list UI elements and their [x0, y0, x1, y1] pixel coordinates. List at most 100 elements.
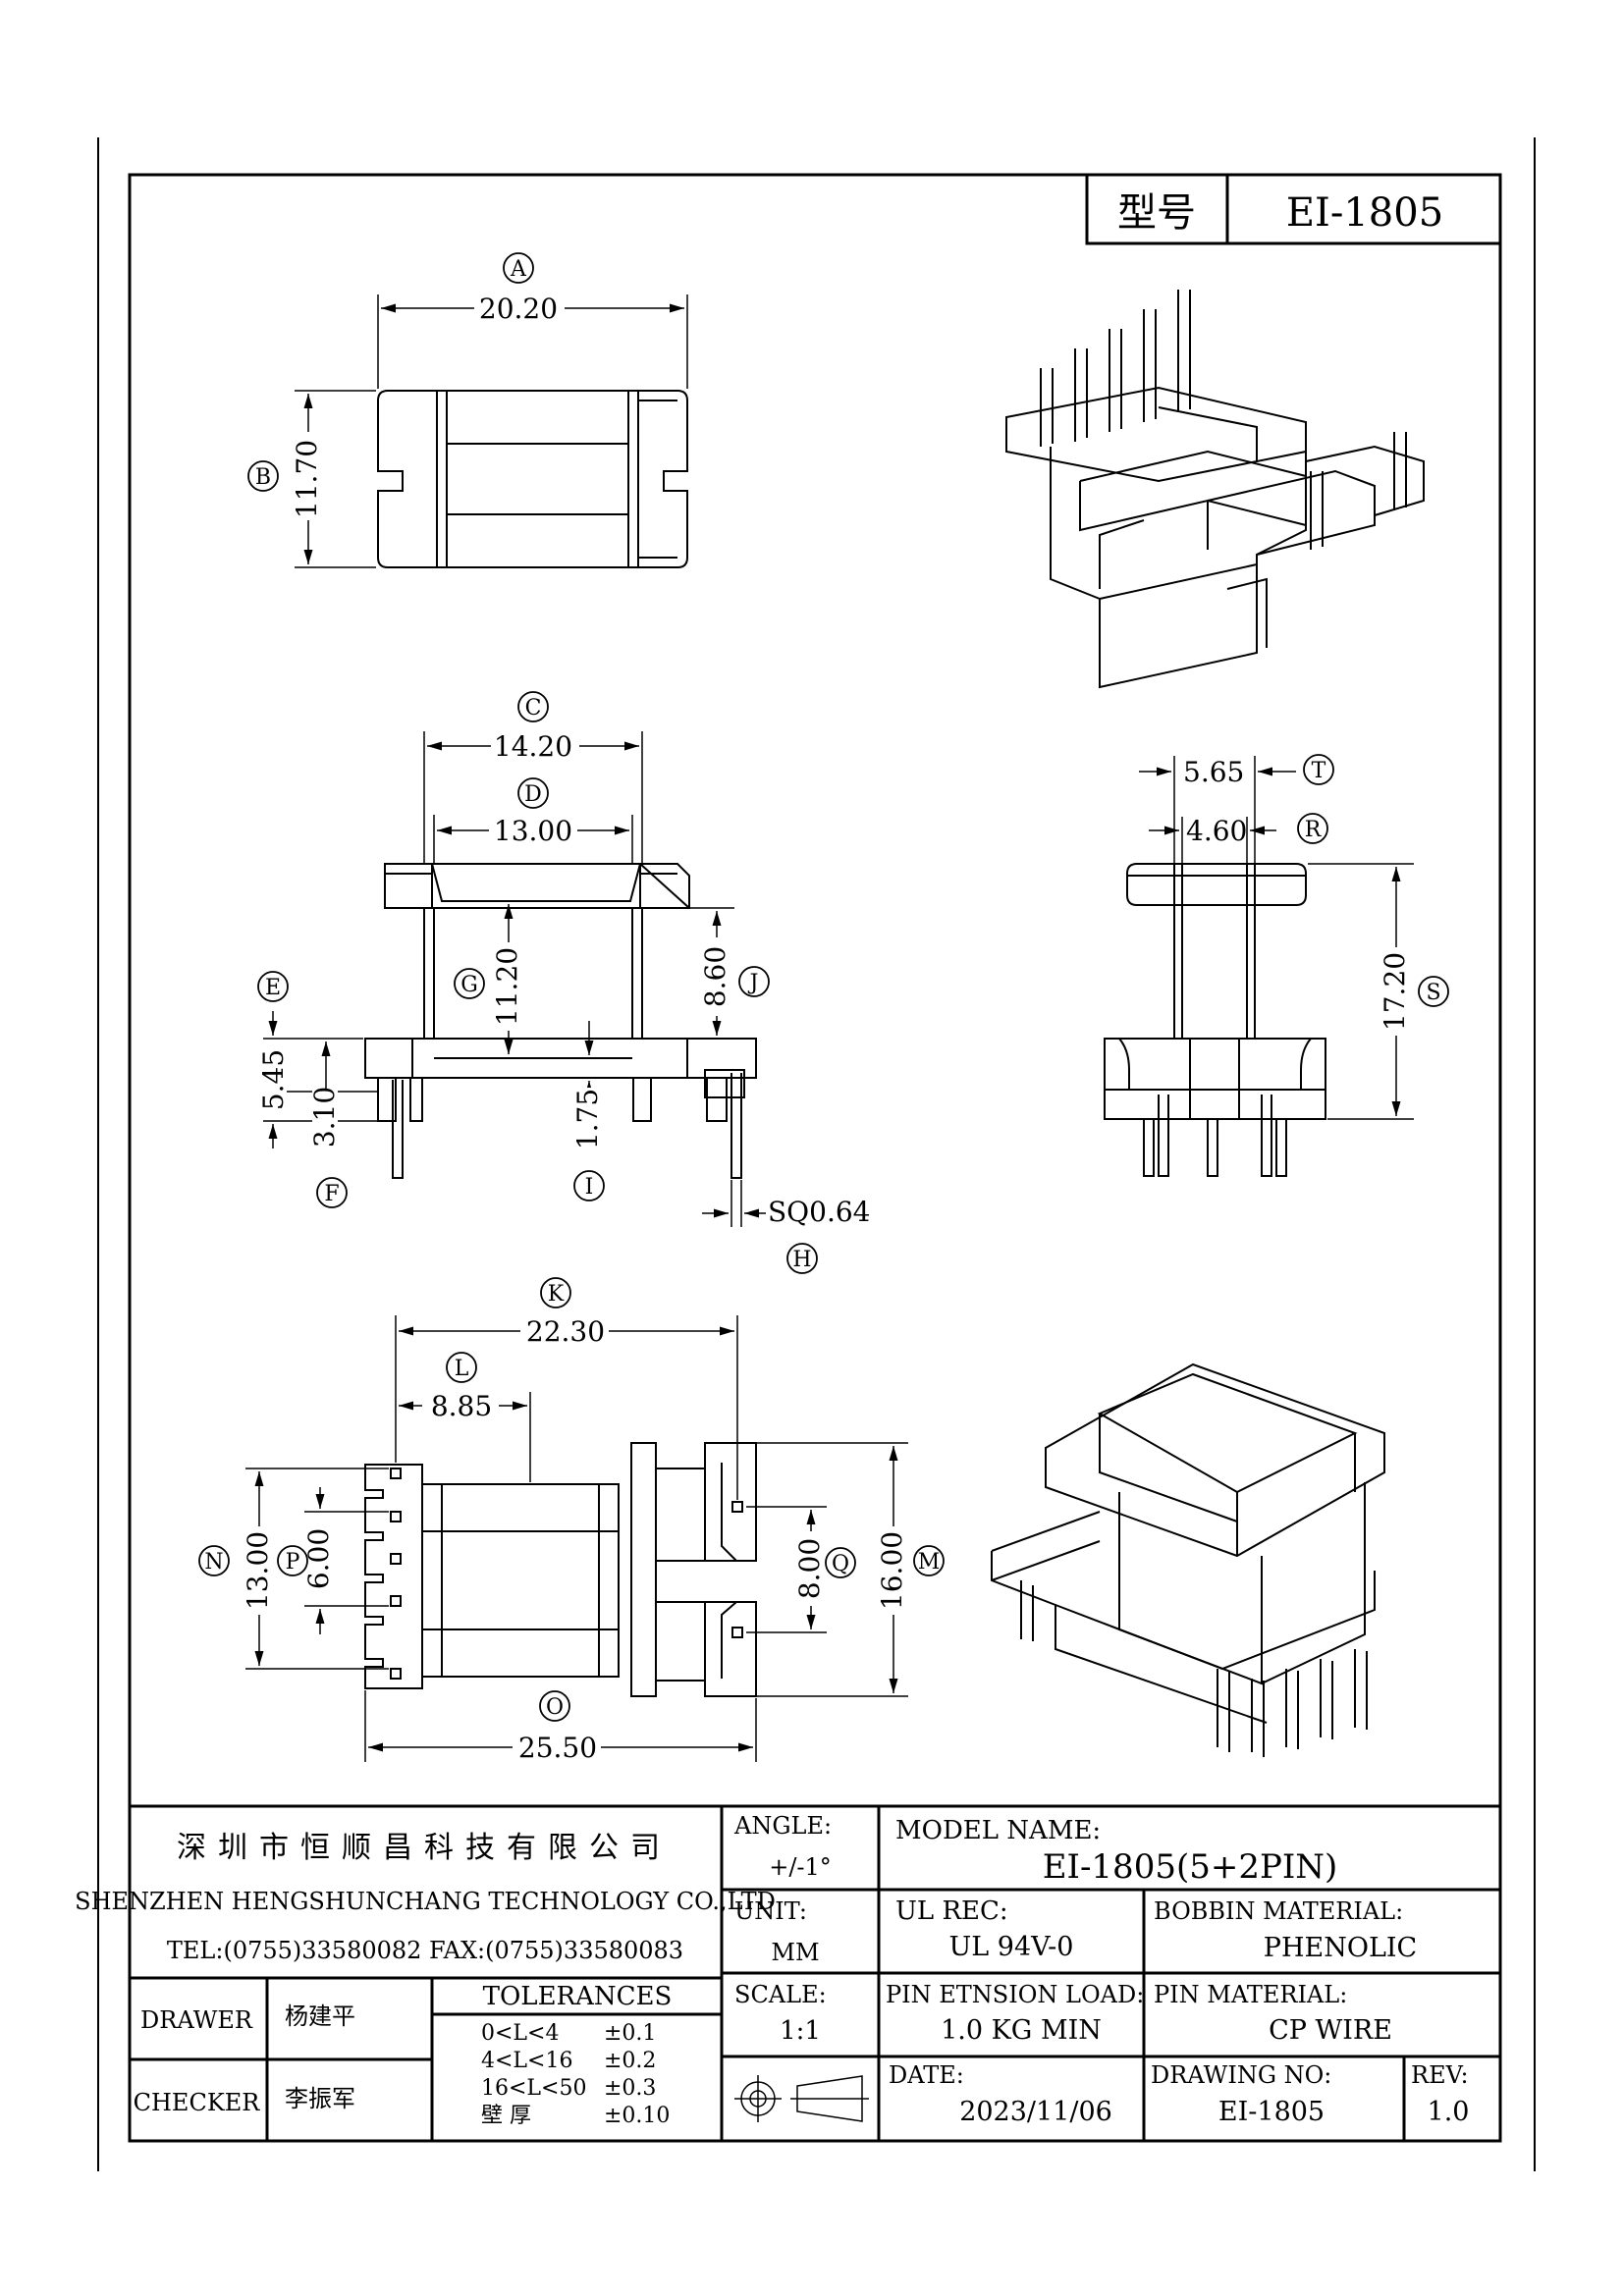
dim-marker-b: B: [247, 460, 279, 492]
angle-label: ANGLE:: [733, 1812, 832, 1840]
dim-marker-letter: O: [546, 1695, 564, 1720]
dim-marker-letter: L: [455, 1357, 469, 1381]
dim-B-value: 11.70: [291, 440, 323, 518]
dim-marker-letter: G: [460, 973, 478, 997]
dim-F-value: 3.10: [308, 1087, 341, 1148]
dim-marker-o: O: [539, 1690, 570, 1722]
dim-marker-j: J: [738, 966, 770, 997]
dim-marker-letter: R: [1305, 818, 1323, 842]
unit-value: MM: [771, 1939, 819, 1966]
company-cn: 深圳市恒顺昌科技有限公司: [177, 1831, 672, 1865]
dim-marker-letter: D: [524, 782, 542, 807]
tolerance-value: ±0.10: [604, 2104, 670, 2128]
pin-material-value: CP WIRE: [1269, 2015, 1392, 2046]
dim-marker-letter: H: [792, 1248, 811, 1272]
dim-marker-n: N: [198, 1545, 230, 1576]
isometric-view-bottom: [991, 1362, 1385, 1757]
dim-marker-i: I: [573, 1170, 605, 1201]
top-view: [377, 390, 688, 568]
dim-marker-p: P: [277, 1545, 308, 1576]
dim-K-value: 22.30: [526, 1315, 605, 1348]
pin-load-label: PIN ETNSION LOAD:: [886, 1981, 1144, 2008]
projection-symbol-icon: [734, 2075, 869, 2122]
drawing-no-label: DRAWING NO:: [1151, 2061, 1331, 2089]
dim-D-value: 13.00: [494, 815, 572, 847]
tolerance-range: 0<L<4: [481, 2021, 559, 2046]
dim-T-R: [1139, 756, 1296, 864]
dim-marker-letter: P: [286, 1550, 300, 1575]
rev-value: 1.0: [1428, 2097, 1470, 2127]
dim-T-value: 5.65: [1183, 756, 1244, 788]
tolerance-range: 壁 厚: [481, 2104, 531, 2128]
dim-marker-letter: S: [1426, 981, 1440, 1005]
tolerance-range: 4<L<16: [481, 2049, 572, 2073]
dim-I-value: 1.75: [571, 1089, 604, 1149]
dim-J-value: 8.60: [699, 946, 731, 1007]
dim-R-value: 4.60: [1186, 815, 1247, 847]
dim-H: [702, 1180, 766, 1227]
pin-load-value: 1.0 KG MIN: [941, 2015, 1102, 2046]
dim-marker-d: D: [517, 777, 549, 809]
dim-marker-letter: T: [1312, 759, 1326, 783]
dim-marker-letter: M: [918, 1550, 941, 1575]
bobbin-material-label: BOBBIN MATERIAL:: [1154, 1897, 1403, 1925]
tolerance-value: ±0.2: [604, 2049, 656, 2073]
dim-marker-l: L: [446, 1352, 477, 1383]
dim-marker-r: R: [1297, 813, 1328, 844]
company-en: SHENZHEN HENGSHUNCHANG TECHNOLOGY CO.,LT…: [75, 1888, 776, 1915]
dim-A-value: 20.20: [479, 293, 558, 325]
header-model-box: 型号 EI-1805: [1085, 173, 1502, 245]
dim-G-value: 11.20: [491, 947, 523, 1026]
dim-H-value: SQ0.64: [768, 1196, 870, 1228]
model-name-label: MODEL NAME:: [895, 1816, 1101, 1845]
date-label: DATE:: [889, 2061, 964, 2089]
dim-O-value: 25.50: [518, 1732, 597, 1764]
dim-N-value: 13.00: [242, 1531, 274, 1610]
ul-rec-label: UL REC:: [895, 1896, 1008, 1926]
dim-marker-letter: J: [748, 971, 759, 995]
dim-marker-s: S: [1418, 976, 1449, 1007]
dim-marker-c: C: [517, 691, 549, 722]
side-view: [1104, 863, 1326, 1177]
dim-marker-letter: N: [204, 1550, 223, 1575]
sheet-border: [97, 137, 1536, 2171]
tolerance-range: 16<L<50: [481, 2076, 586, 2101]
ul-rec-value: UL 94V-0: [949, 1932, 1074, 1962]
dim-L-value: 8.85: [431, 1390, 492, 1422]
scale-label: SCALE:: [734, 1981, 827, 2008]
dim-marker-letter: E: [265, 976, 281, 1000]
isometric-view-top: [1005, 290, 1425, 689]
header-model-label: 型号: [1117, 190, 1196, 236]
drawer-name: 杨建平: [285, 2002, 355, 2030]
dim-marker-letter: C: [525, 696, 542, 721]
dim-marker-q: Q: [825, 1547, 856, 1578]
angle-value: +/-1°: [769, 1853, 832, 1881]
dim-N-P: [245, 1468, 389, 1670]
rev-label: REV:: [1411, 2061, 1469, 2089]
tolerances-label: TOLERANCES: [483, 1982, 673, 2011]
drawer-label: DRAWER: [140, 2006, 253, 2034]
dim-marker-letter: Q: [832, 1552, 849, 1576]
dim-marker-letter: I: [585, 1175, 594, 1200]
scale-value: 1:1: [780, 2016, 821, 2046]
unit-label: UNIT:: [734, 1897, 807, 1925]
dim-marker-t: T: [1303, 754, 1334, 785]
dim-marker-a: A: [503, 252, 534, 284]
tolerance-value: ±0.3: [604, 2076, 656, 2101]
dim-M-value: 16.00: [876, 1531, 908, 1610]
company-contact: TEL:(0755)33580082 FAX:(0755)33580083: [167, 1937, 683, 1964]
bobbin-material-value: PHENOLIC: [1264, 1933, 1417, 1963]
front-view: [364, 863, 757, 1179]
checker-label: CHECKER: [134, 2089, 261, 2116]
dim-C-value: 14.20: [494, 730, 572, 763]
dim-E-value: 5.45: [257, 1049, 290, 1110]
dim-marker-letter: F: [324, 1182, 339, 1206]
dim-marker-g: G: [454, 968, 485, 999]
drawing-no-value: EI-1805: [1218, 2097, 1325, 2127]
tolerance-value: ±0.1: [604, 2021, 656, 2046]
dim-marker-f: F: [316, 1177, 348, 1208]
dim-marker-m: M: [913, 1545, 945, 1576]
dim-marker-k: K: [540, 1277, 571, 1308]
dim-Q-value: 8.00: [793, 1538, 826, 1599]
dim-marker-letter: K: [548, 1282, 565, 1307]
